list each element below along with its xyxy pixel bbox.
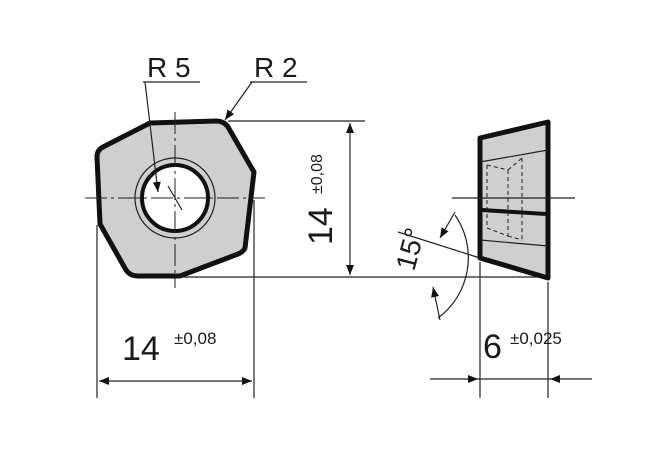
hole-axis-mark xyxy=(167,185,183,211)
r5-leader xyxy=(144,81,161,193)
angle-arrow-top xyxy=(439,211,456,239)
thickness-tolerance: ±0,025 xyxy=(510,329,562,348)
angle-arc xyxy=(437,214,469,319)
front-view xyxy=(85,112,265,288)
width-tolerance: ±0,08 xyxy=(174,329,216,348)
thickness-value: 6 xyxy=(483,328,502,366)
side-mid-line xyxy=(481,208,547,216)
angle-arrow-bottom xyxy=(431,286,441,321)
height-dimension: 14 ±0,08 xyxy=(180,120,548,278)
side-top-chamfer xyxy=(479,149,549,163)
angle-leader xyxy=(397,231,481,259)
width-dimension: 14 ±0,08 xyxy=(96,200,255,398)
height-tolerance: ±0,08 xyxy=(309,154,326,194)
side-view xyxy=(452,119,575,281)
angle-label: 15° xyxy=(390,225,431,274)
hidden-hole xyxy=(486,157,523,241)
width-value: 14 xyxy=(122,330,160,368)
r2-label: R 2 xyxy=(254,52,298,83)
angle-annotation: 15° xyxy=(390,211,481,321)
side-profile xyxy=(477,119,551,281)
thickness-dimension: 6 ±0,025 xyxy=(430,262,592,398)
side-bottom-chamfer xyxy=(479,239,549,247)
radius-annotations: R 5 R 2 xyxy=(143,52,307,193)
r5-label: R 5 xyxy=(147,52,191,83)
height-value: 14 xyxy=(302,207,340,245)
r2-leader xyxy=(224,81,253,121)
